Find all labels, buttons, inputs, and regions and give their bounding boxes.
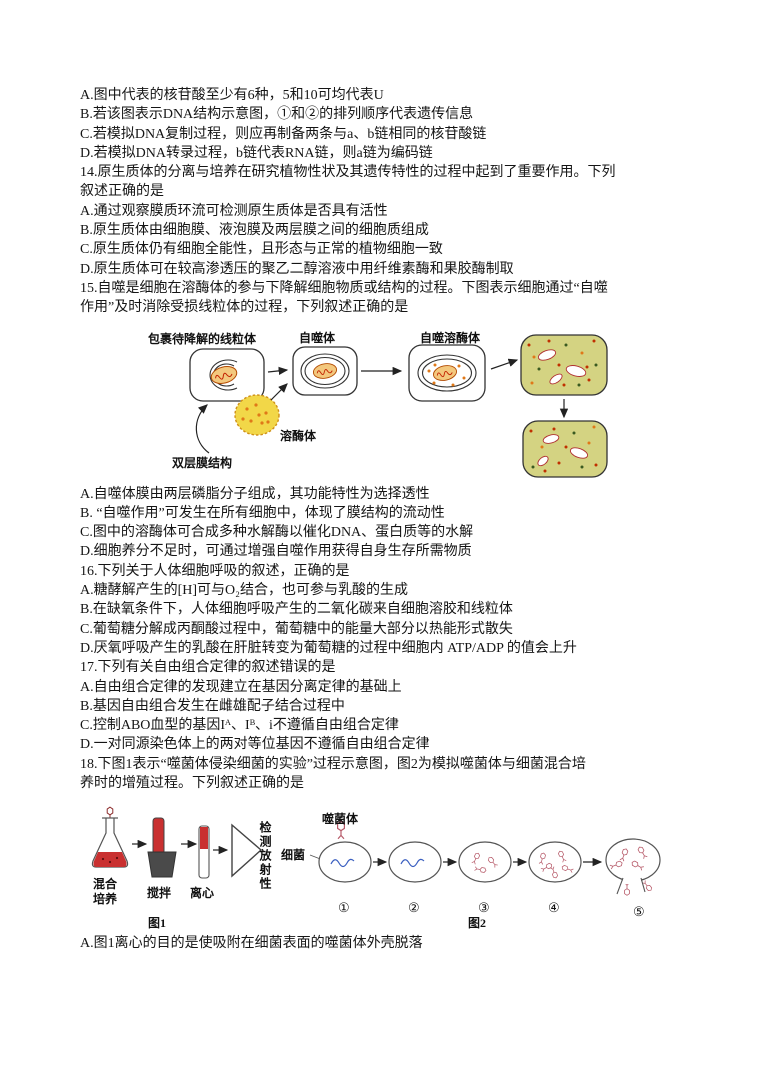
- doc-line: A.糖酵解产生的[H]可与O₂结合，也可参与乳酸的生成: [80, 583, 409, 599]
- cell-degraded-1: [520, 333, 608, 396]
- doc-line: 养时的增殖过程。下列叙述正确的是: [80, 776, 304, 792]
- doc-line: B. “自噬作用”可发生在所有细胞中，体现了膜结构的流动性: [80, 505, 445, 521]
- doc-line: D.厌氧呼吸产生的乳酸在肝脏转变为葡萄糖的过程中细胞内 ATP/ADP 的值会上…: [80, 640, 577, 656]
- step-1: ①: [338, 900, 350, 916]
- cell-phagophore: [189, 347, 265, 402]
- doc-line: A.自噬体膜由两层磷脂分子组成，其功能特性为选择透性: [80, 486, 430, 502]
- bacterial-dna-1: [330, 859, 355, 868]
- cell-degraded-2: [522, 419, 608, 478]
- label-wrapped-mitochondrion: 包裹待降解的线粒体: [148, 331, 257, 346]
- label-lysosome: 溶酶体: [280, 428, 317, 443]
- label-autolysosome: 自噬溶酶体: [420, 330, 481, 345]
- flask: [91, 806, 129, 868]
- doc-line: A.图1离心的目的是使吸附在细菌表面的噬菌体外壳脱落: [80, 936, 423, 952]
- doc-line: B.基因自由组合发生在雌雄配子结合过程中: [80, 698, 345, 714]
- cell-autolysosome: [408, 343, 486, 402]
- autophagy-diagram: 包裹待降解的线粒体 自噬体 自噬溶酶体 溶酶体 双层膜结构: [80, 327, 710, 485]
- flow-arrows: [195, 358, 569, 454]
- label-mixed-culture: 混合培养: [92, 877, 117, 906]
- exam-content: A.图中代表的核苷酸至少有6种，5和10可均代表U B.若该图表示DNA结构示意…: [80, 86, 710, 954]
- cell-autophagosome: [292, 345, 358, 396]
- doc-line: B.若该图表示DNA结构示意图，①和②的排列顺序代表遗传信息: [80, 107, 474, 123]
- doc-line: C.原生质体仍有细胞全能性，且形态与正常的植物细胞一致: [80, 242, 443, 258]
- detector-triangle: [231, 823, 263, 878]
- doc-line: 16.下列关于人体细胞呼吸的叙述，正确的是: [80, 563, 350, 579]
- doc-line: 14.原生质体的分离与培养在研究植物性状及其遗传特性的过程中起到了重要作用。下列: [80, 165, 616, 181]
- label-phage: 噬菌体: [322, 812, 359, 827]
- doc-line: D.原生质体可在较高渗透压的聚乙二醇溶液中用纤维素酶和果胶酶制取: [80, 261, 514, 277]
- label-stir: 搅拌: [147, 886, 172, 901]
- doc-line: D.一对同源染色体上的两对等位基因不遵循自由组合定律: [80, 737, 430, 753]
- step-3: ③: [478, 900, 490, 916]
- phage-figure: [91, 806, 661, 897]
- centrifuge-tube: [198, 825, 210, 879]
- bacterial-dna-2: [400, 859, 425, 868]
- doc-line: D.细胞养分不足时，可通过增强自噬作用获得自身生存所需物质: [80, 544, 472, 560]
- step-2: ②: [408, 900, 420, 916]
- label-double-membrane: 双层膜结构: [172, 455, 233, 470]
- doc-line: A.通过观察膜质环流可检测原生质体是否具有活性: [80, 203, 388, 219]
- doc-line: C.图中的溶酶体可合成多种水解酶以催化DNA、蛋白质等的水解: [80, 525, 474, 541]
- doc-line: C.若模拟DNA复制过程，则应再制备两条与a、b链相同的核苷酸链: [80, 126, 487, 142]
- fig1-arrows: [132, 840, 229, 855]
- doc-line: A.自由组合定律的发现建立在基因分离定律的基础上: [80, 679, 402, 695]
- doc-line: 作用”及时消除受损线粒体的过程，下列叙述正确的是: [80, 300, 409, 316]
- doc-line: B.在缺氧条件下，人体细胞呼吸产生的二氧化碳来自细胞溶胶和线粒体: [80, 602, 513, 618]
- doc-line: C.控制ABO血型的基因Iᴬ、Iᴮ、i不遵循自由组合定律: [80, 718, 399, 734]
- doc-line: 叙述正确的是: [80, 184, 164, 200]
- bacteria-cells: [318, 838, 661, 883]
- autophagy-figure: [189, 333, 608, 478]
- doc-line: 15.自噬是细胞在溶酶体的参与下降解细胞物质或结构的过程。下图表示细胞通过“自噬: [80, 280, 608, 296]
- doc-line: A.图中代表的核苷酸至少有6种，5和10可均代表U: [80, 88, 384, 103]
- step-5: ⑤: [633, 904, 645, 920]
- label-figure-1: 图1: [148, 916, 167, 931]
- doc-line: C.葡萄糖分解成丙酮酸过程中，葡萄糖中的能量大部分以热能形式散失: [80, 621, 513, 637]
- blender: [147, 817, 177, 878]
- label-bacteria: 细菌: [281, 848, 306, 863]
- lysed-cell-opening: [616, 876, 646, 895]
- label-detect-radioactivity: 检测放射性: [258, 821, 272, 892]
- doc-line: 17.下列有关自由组合定律的叙述错误的是: [80, 660, 336, 676]
- doc-line: 18.下图1表示“噬菌体侵染细菌的实验”过程示意图，图2为模拟噬菌体与细菌混合培: [80, 756, 586, 772]
- phage-experiment-diagram: 混合培养 搅拌 离心 检测放射性 噬菌体 细菌 ① ② ③ ④ ⑤ 图1 图2: [80, 806, 710, 934]
- step-4: ④: [548, 900, 560, 916]
- label-autophagosome: 自噬体: [299, 330, 336, 345]
- lysosome-shape: [234, 393, 280, 436]
- doc-line: B.原生质体由细胞膜、液泡膜及两层膜之间的细胞质组成: [80, 223, 429, 239]
- doc-line: D.若模拟DNA转录过程，b链代表RNA链，则a链为编码链: [80, 145, 433, 161]
- label-centrifuge: 离心: [190, 886, 215, 901]
- label-figure-2: 图2: [468, 916, 487, 931]
